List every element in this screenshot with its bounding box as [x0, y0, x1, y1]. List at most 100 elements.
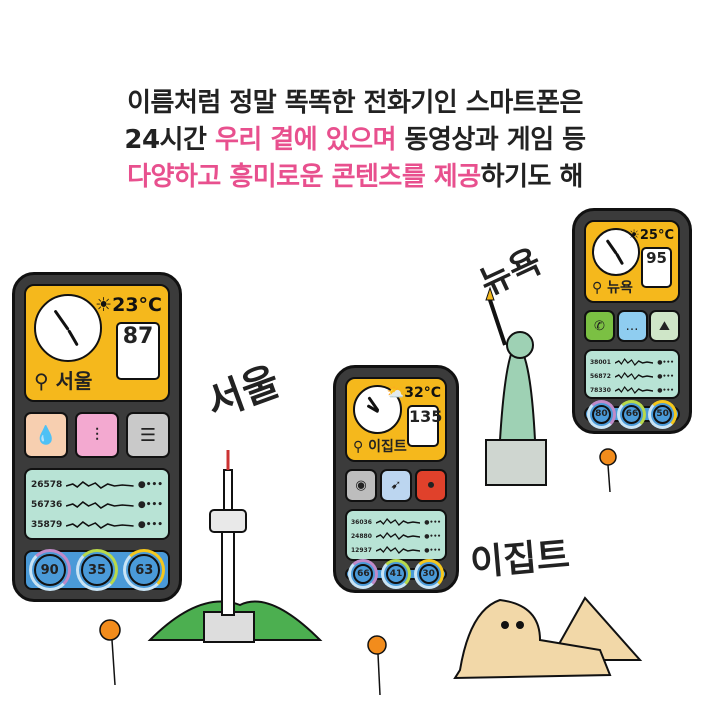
app-drop[interactable]: 💧	[24, 412, 68, 458]
clock-icon	[34, 294, 102, 362]
progress-ring: 41	[380, 559, 411, 589]
location-label: ⚲ 서울	[34, 369, 93, 393]
phone-newyork: ☀25°C 95 ⚲ 뉴욕 ✆ … ⛰ 38001 ●••• 56872 ●••• 7833…	[572, 208, 692, 434]
partly-cloudy-icon: ⛅	[386, 385, 405, 401]
score-badge: 135	[407, 405, 442, 447]
clock-icon	[592, 228, 640, 276]
headline-line-2: 24시간 우리 곁에 있으며 동영상과 게임 등	[0, 119, 710, 156]
headline-text: 동영상과 게임 등	[396, 125, 587, 155]
app-image[interactable]: ⛰	[649, 310, 680, 342]
rings-widget[interactable]: 66 41 30	[345, 559, 447, 589]
sun-icon: ☀	[628, 228, 640, 243]
ring-value: 80	[591, 404, 611, 424]
waveform-icon	[614, 385, 654, 394]
location-pin-icon: ⚲	[353, 439, 364, 455]
waveform-icon	[375, 531, 421, 540]
ring-value: 66	[622, 404, 642, 424]
score-badge: 95	[641, 247, 672, 288]
weather-widget[interactable]: ⛅32°C 135 ⚲ 이집트	[345, 377, 447, 462]
progress-ring: 66	[617, 399, 647, 429]
stat-row: 12937●•••	[351, 543, 441, 557]
stat-value: 38001	[590, 358, 611, 366]
more-dots-icon: ●•••	[657, 358, 674, 366]
ring-value: 30	[418, 564, 439, 584]
stat-row: 56736 ●•••	[31, 495, 163, 515]
location-pin-icon: ⚲	[592, 280, 603, 296]
headline-highlight: 우리 곁에 있으며	[214, 125, 397, 155]
app-sliders[interactable]: ☰	[126, 412, 170, 458]
image-icon: ⛰	[659, 318, 670, 334]
stat-value: 36036	[351, 518, 372, 526]
progress-ring: 30	[413, 559, 444, 589]
stat-value: 56736	[31, 500, 63, 510]
stat-row: 36036 ●•••	[351, 515, 441, 529]
weather-widget[interactable]: ☀25°C 95 ⚲ 뉴욕	[584, 220, 680, 303]
stats-widget[interactable]: 36036●•••24880●•••12937●•••	[345, 509, 447, 561]
waveform-icon	[66, 500, 134, 509]
stats-widget[interactable]: 38001 ●••• 56872 ●••• 78330 ●•••	[584, 349, 680, 399]
headline-highlight: 다양하고 흥미로운 콘텐츠를 제공	[127, 162, 481, 192]
drop-icon: 💧	[34, 424, 58, 446]
location-label: ⚲ 뉴욕	[592, 280, 633, 296]
stat-row: 35879 ●•••	[31, 515, 163, 535]
app-camera[interactable]: ◉	[345, 469, 377, 502]
stat-value: 56872	[590, 372, 611, 380]
clock-icon	[353, 385, 402, 434]
more-dots-icon: ●•••	[137, 500, 163, 510]
ring-value: 41	[385, 564, 406, 584]
weather-widget[interactable]: ☀23°C 87 ⚲ 서울	[24, 284, 170, 402]
ring-value: 63	[128, 554, 161, 586]
location-pin-icon: ⚲	[34, 369, 49, 393]
sun-icon: ☀	[95, 294, 113, 316]
stat-value: 78330	[590, 386, 611, 394]
stat-row: 24880 ●•••	[351, 529, 441, 543]
app-chat[interactable]: …	[616, 310, 648, 342]
waveform-icon	[614, 371, 654, 380]
progress-ring: 35	[75, 549, 118, 591]
app-record[interactable]: ⏺	[415, 469, 447, 502]
waveform-icon	[375, 517, 421, 526]
camera-icon: ◉	[355, 478, 367, 493]
stat-value: 24880	[351, 532, 372, 540]
stat-value: 35879	[31, 520, 63, 530]
city-label-egypt: 이집트	[468, 534, 572, 585]
record-icon: ⏺	[427, 478, 435, 493]
headline-text: 24시간	[124, 125, 215, 155]
progress-ring: 50	[648, 399, 678, 429]
phone-egypt: ⛅32°C 135 ⚲ 이집트 ◉➹⏺ 36036●•••24880●•••12…	[333, 365, 459, 593]
rings-widget[interactable]: 90 35 63	[24, 549, 170, 591]
temperature: ☀23°C	[95, 294, 162, 316]
sliders-icon: ☰	[139, 424, 157, 446]
more-dots-icon: ●•••	[657, 372, 674, 380]
app-compass[interactable]: ➹	[380, 469, 412, 502]
app-row: ✆ … ⛰	[584, 310, 680, 342]
app-equalizer[interactable]: ⫶	[75, 412, 119, 458]
stat-row: 26578●•••	[31, 475, 163, 495]
more-dots-icon: ●•••	[424, 546, 441, 554]
more-dots-icon: ●•••	[137, 520, 163, 530]
more-dots-icon: ●•••	[424, 518, 441, 526]
waveform-icon	[66, 480, 134, 489]
temperature: ⛅32°C	[386, 385, 441, 401]
namsan-tower-icon	[147, 450, 323, 643]
phone-seoul: ☀23°C 87 ⚲ 서울 💧⫶☰ 26578●•••56736●•••3587…	[12, 272, 182, 602]
phone-call-icon: ✆	[594, 318, 605, 334]
stat-row: 38001 ●•••	[590, 355, 674, 369]
ring-value: 66	[353, 564, 374, 584]
app-phone-call[interactable]: ✆	[584, 310, 615, 342]
more-dots-icon: ●•••	[424, 532, 441, 540]
equalizer-icon: ⫶	[94, 424, 100, 446]
stat-row: 56872 ●•••	[590, 369, 674, 383]
stats-widget[interactable]: 26578●••• 56736 ●••• 35879 ●•••	[24, 468, 170, 540]
more-dots-icon: ●•••	[657, 386, 674, 394]
rings-widget[interactable]: 80 66 50	[584, 399, 680, 429]
ring-value: 35	[80, 554, 113, 586]
statue-of-liberty-icon	[485, 286, 547, 486]
waveform-icon	[614, 357, 654, 366]
headline-text: 하기도 해	[480, 162, 584, 192]
ring-value: 90	[33, 554, 66, 586]
progress-ring: 80	[586, 399, 616, 429]
waveform-icon	[375, 545, 421, 554]
location-label: ⚲ 이집트	[353, 439, 407, 455]
